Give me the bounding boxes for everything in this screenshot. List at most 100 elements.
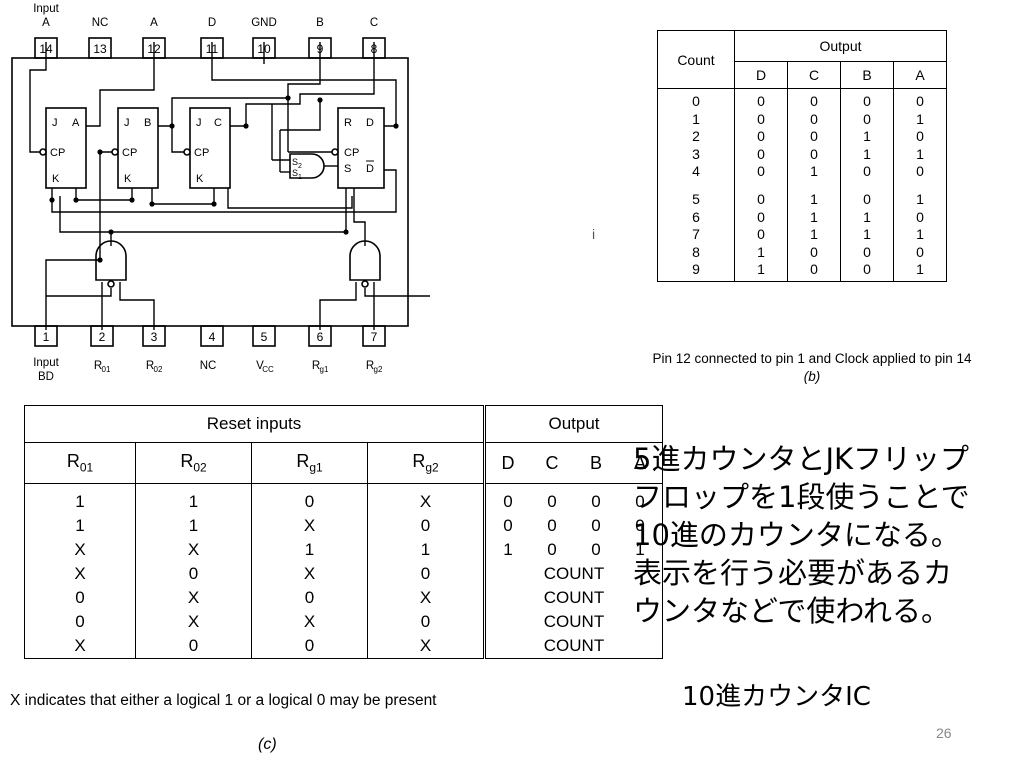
bottom-pin-number: 6 — [317, 330, 324, 344]
bottom-pin-label: R — [94, 360, 102, 372]
table-c-label: (c) — [258, 736, 277, 753]
table-cell: 7 — [657, 226, 735, 244]
table-cell: X — [367, 483, 485, 514]
table-cell: 5 — [657, 180, 735, 209]
ff1-q: A — [72, 117, 80, 129]
description-line: 5進カウンタとJKフリップ — [633, 442, 970, 476]
table-cell: 1 — [893, 180, 947, 209]
top-pin-label: NC — [92, 17, 109, 29]
table-cell: 1 — [787, 226, 841, 244]
table-cell: 0 — [367, 610, 485, 634]
svg-text:2: 2 — [298, 163, 302, 170]
table-cell: 0 — [251, 483, 368, 514]
table-cell: 1 — [734, 243, 788, 262]
table-cell: 0 — [840, 180, 894, 209]
table-cell: 1 — [657, 110, 735, 129]
bottom-pin-subscript: g1 — [320, 365, 329, 374]
table-cell: 0 — [787, 128, 841, 146]
top-pin-label: C — [370, 17, 378, 29]
ff4-s: S — [344, 163, 351, 175]
table-cell: 0 — [24, 586, 136, 610]
table-cell: 9 — [657, 261, 735, 282]
ff3-j: J — [196, 117, 202, 129]
top-pin-label: B — [316, 17, 324, 29]
table-cell: 0 — [840, 243, 894, 262]
table-cell: 0 — [787, 110, 841, 129]
table-cell: 0 — [840, 163, 894, 181]
reset-col-header: R01 — [24, 442, 136, 484]
table-cell: 0 — [251, 586, 368, 610]
table-cell: 0 — [591, 516, 601, 535]
table-cell: COUNT — [483, 610, 663, 634]
table-cell: 0 — [547, 540, 557, 559]
table-cell: 1 — [251, 538, 368, 562]
ff4-qbar: D — [366, 163, 374, 175]
table-cell: 1 — [893, 261, 947, 282]
ff3-k: K — [196, 173, 204, 185]
table-cell: X — [367, 634, 485, 659]
bottom-pin-label: R — [366, 360, 374, 372]
table-cell: X — [135, 538, 252, 562]
ff4-q: D — [366, 117, 374, 129]
table-cell: 1 — [483, 538, 530, 562]
ff1-k: K — [52, 173, 60, 185]
top-pin-number: 13 — [93, 42, 107, 56]
bottom-pin-number: 5 — [261, 330, 268, 344]
bottom-pin-number: 1 — [43, 330, 50, 344]
table-cell: 0 — [618, 483, 663, 514]
ff3-cp: CP — [194, 147, 209, 159]
reset-col-header: Rg2 — [367, 442, 485, 484]
table-cell: 0 — [893, 243, 947, 262]
flip-flop-c — [189, 107, 231, 189]
reset-inputs-header: Reset inputs — [24, 405, 485, 443]
table-cell: 0 — [483, 514, 530, 538]
bottom-pin-subscript: 01 — [102, 365, 111, 374]
col-count-header: Count — [657, 30, 735, 89]
table-cell: 1 — [840, 226, 894, 244]
table-cell: 0 — [24, 610, 136, 634]
table-cell: 1 — [787, 208, 841, 227]
description-line: 表示を行う必要があるカ — [633, 556, 953, 590]
page-number: 26 — [936, 725, 952, 741]
col-c: C — [787, 61, 841, 89]
table-cell: X — [251, 562, 368, 586]
table-cell: 0 — [734, 110, 788, 129]
output-header: Output — [483, 405, 663, 443]
reset-col-header: Rg1 — [251, 442, 368, 484]
table-cell: X — [24, 538, 136, 562]
table-cell: 0 — [787, 243, 841, 262]
top-pin-label: Input — [33, 3, 59, 15]
output-col-header: A — [618, 442, 663, 484]
table-cell: 1 — [618, 538, 663, 562]
bottom-pin-label: NC — [200, 360, 217, 372]
nand-gate-left — [95, 240, 127, 281]
table-cell: 1 — [135, 483, 252, 514]
bottom-pin-number: 4 — [209, 330, 216, 344]
and-gate-s — [289, 153, 325, 179]
description-line: フロップを1段使うことで — [633, 480, 970, 514]
table-cell: 1 — [840, 128, 894, 146]
flip-flop-a — [45, 107, 87, 189]
table-cell: 0 — [734, 208, 788, 227]
table-cell: 0 — [893, 163, 947, 181]
table-b-caption-text: Pin 12 connected to pin 1 and Clock appl… — [652, 351, 972, 366]
table-cell: 0 — [787, 145, 841, 164]
table-cell: 0 — [893, 208, 947, 227]
table-b-caption: Pin 12 connected to pin 1 and Clock appl… — [592, 350, 1024, 386]
top-pin-label: A — [150, 17, 158, 29]
col-output-header: Output — [734, 30, 947, 62]
flip-flop-b — [117, 107, 159, 189]
description-line: ウンタなどで使われる。 — [633, 594, 950, 628]
